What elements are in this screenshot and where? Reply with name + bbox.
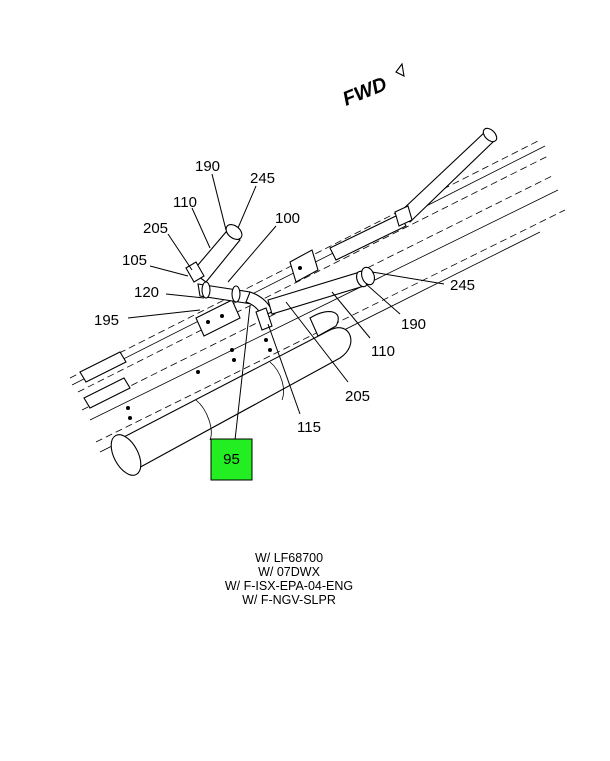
callout-190-right: 190	[401, 316, 426, 333]
callout-190-upper: 190	[195, 158, 220, 175]
callout-245-right: 245	[450, 277, 475, 294]
callout-195: 195	[94, 312, 119, 329]
note-line: W/ 07DWX	[258, 565, 320, 579]
callout-245-upper: 245	[250, 170, 275, 187]
pipe-110-upper	[185, 224, 243, 283]
highlight-part-95[interactable]: 95	[210, 438, 253, 481]
applicability-notes: W/ LF68700 W/ 07DWX W/ F-ISX-EPA-04-ENG …	[0, 551, 578, 607]
fwd-label: FWD	[340, 73, 390, 110]
callout-115: 115	[297, 419, 321, 436]
rail-brackets	[79, 249, 319, 409]
callout-110-right: 110	[371, 343, 395, 360]
muffler-assembly	[110, 327, 352, 476]
note-line: W/ F-ISX-EPA-04-ENG	[224, 579, 354, 593]
fwd-arrow-icon	[395, 62, 405, 77]
joint-clamps	[197, 281, 273, 331]
callout-205-lower: 205	[345, 388, 370, 405]
callout-labels: 190 245 110 205 100 105 120 195 245 190 …	[94, 158, 475, 436]
callout-100: 100	[275, 210, 300, 227]
callout-105: 105	[122, 252, 147, 269]
callout-95[interactable]: 95	[223, 451, 240, 468]
callout-205-upper: 205	[143, 220, 168, 237]
leader-lines	[127, 173, 445, 441]
callout-120: 120	[134, 284, 159, 301]
highlight-box[interactable]	[210, 438, 253, 481]
pipe-110-right	[267, 266, 375, 337]
rear-exhaust-pipe	[329, 127, 498, 261]
fwd-indicator: FWD	[340, 62, 405, 111]
note-line: W/ F-NGV-SLPR	[242, 593, 336, 607]
note-line: W/ LF68700	[254, 551, 324, 565]
callout-110-upper: 110	[173, 194, 197, 211]
